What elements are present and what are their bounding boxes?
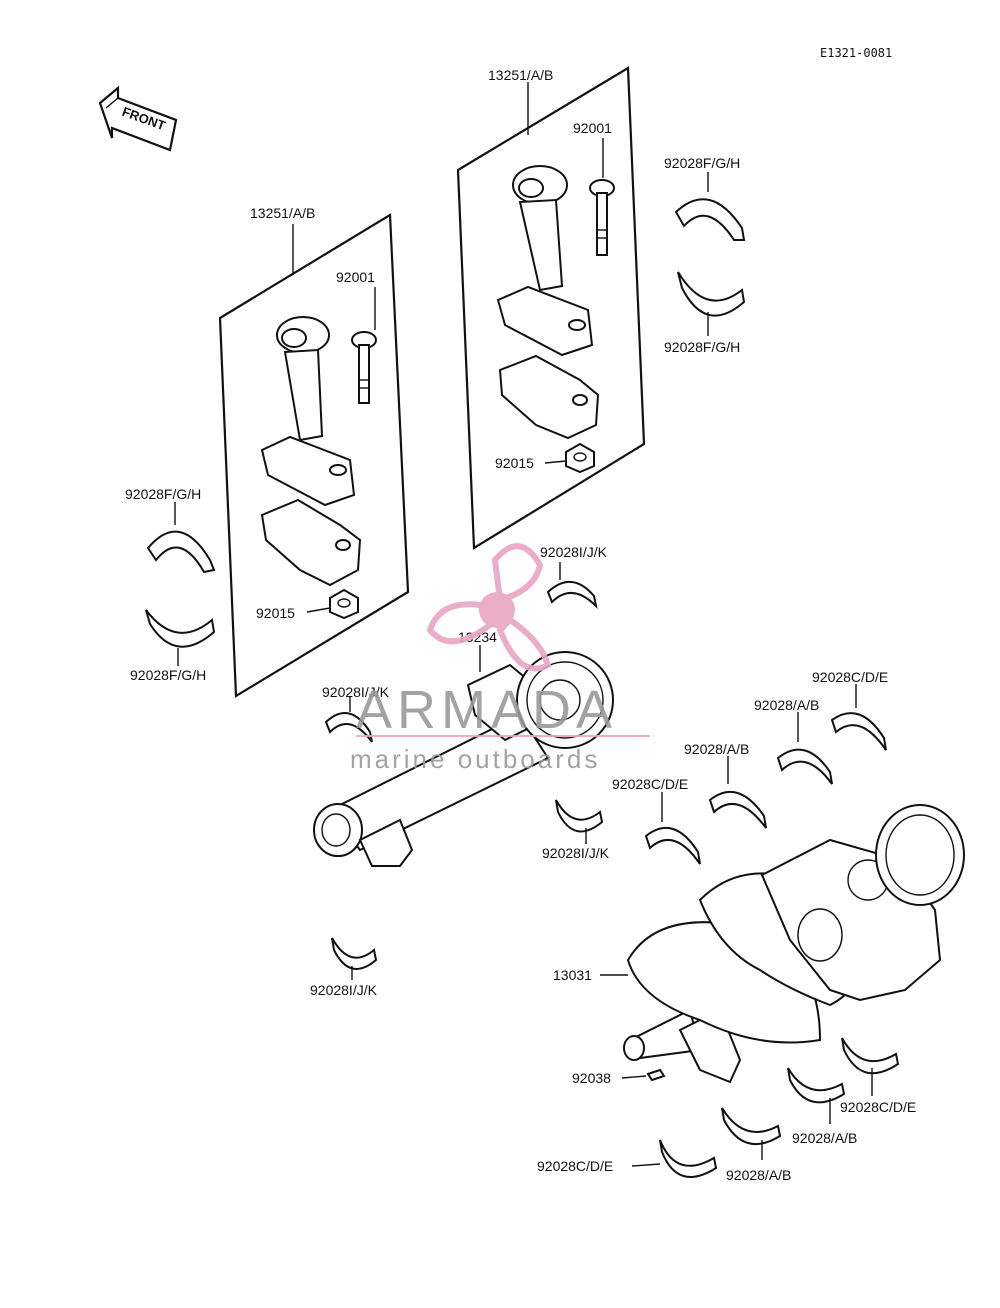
connecting-rod-left bbox=[260, 316, 362, 587]
front-arrow-icon: FRONT bbox=[98, 85, 178, 152]
rod-set-right: 13251/A/B 92001 92015 bbox=[456, 66, 646, 550]
label-bearing-ijk-4: 92028I/J/K bbox=[310, 982, 378, 998]
label-bearing-cde-3: 92028C/D/E bbox=[840, 1099, 916, 1115]
diagram-code: E1321-0081 bbox=[820, 46, 892, 60]
label-bearing-ijk-3: 92028I/J/K bbox=[542, 845, 610, 861]
crankshaft bbox=[623, 804, 965, 1084]
bearing-ijk-1 bbox=[546, 581, 598, 610]
key bbox=[646, 1068, 666, 1082]
bearing-ab-2 bbox=[708, 791, 767, 829]
bearing-cde-4 bbox=[659, 1139, 718, 1178]
watermark-brand: ARMADA bbox=[356, 680, 617, 740]
bearing-fgh-left-top bbox=[146, 530, 216, 574]
label-crankshaft: 13031 bbox=[553, 967, 592, 983]
crank-gear bbox=[875, 804, 965, 906]
label-bearing-ijk-2: 92028I/J/K bbox=[322, 684, 390, 700]
label-bearing-fgh-right-bottom: 92028F/G/H bbox=[664, 339, 740, 355]
bearing-ijk-4 bbox=[331, 937, 378, 970]
connecting-rod-right bbox=[496, 165, 600, 440]
balancer-shaft bbox=[313, 651, 614, 867]
bearing-cde-2 bbox=[644, 827, 701, 865]
label-bearing-fgh-left-bottom: 92028F/G/H bbox=[130, 667, 206, 683]
label-bolt-left: 92001 bbox=[336, 269, 375, 285]
bolt-right bbox=[589, 179, 615, 256]
watermark: ARMADA marine outboards bbox=[350, 543, 650, 774]
label-bearing-ab-1: 92028/A/B bbox=[754, 697, 819, 713]
label-bolt-right: 92001 bbox=[573, 120, 612, 136]
label-bearing-ijk-1: 92028I/J/K bbox=[540, 544, 608, 560]
bearing-ab-4 bbox=[721, 1107, 782, 1145]
watermark-tagline: marine outboards bbox=[350, 744, 600, 774]
label-key: 92038 bbox=[572, 1070, 611, 1086]
nut-right bbox=[565, 442, 595, 474]
label-bearing-cde-4: 92028C/D/E bbox=[537, 1158, 613, 1174]
label-nut-right: 92015 bbox=[495, 455, 534, 471]
label-rod-set-right: 13251/A/B bbox=[488, 67, 553, 83]
bolt-left bbox=[351, 331, 377, 404]
bearing-ab-3 bbox=[787, 1067, 846, 1104]
bearing-ab-1 bbox=[776, 748, 833, 785]
bearing-ijk-2 bbox=[324, 712, 373, 743]
bearing-cde-1 bbox=[830, 712, 887, 751]
label-bearing-ab-4: 92028/A/B bbox=[726, 1167, 791, 1183]
bearing-ijk-3 bbox=[555, 799, 604, 833]
label-bearing-ab-2: 92028/A/B bbox=[684, 741, 749, 757]
balancer-gear bbox=[516, 651, 614, 749]
label-bearing-fgh-right-top: 92028F/G/H bbox=[664, 155, 740, 171]
bearing-fgh-right-top bbox=[674, 198, 746, 241]
bearing-fgh-left-bottom bbox=[145, 609, 216, 648]
label-bearing-fgh-left-top: 92028F/G/H bbox=[125, 486, 201, 502]
label-rod-set-left: 13251/A/B bbox=[250, 205, 315, 221]
label-bearing-ab-3: 92028/A/B bbox=[792, 1130, 857, 1146]
bearing-cde-3 bbox=[841, 1037, 900, 1075]
label-nut-left: 92015 bbox=[256, 605, 295, 621]
label-bearing-cde-1: 92028C/D/E bbox=[812, 669, 888, 685]
nut-left bbox=[329, 588, 359, 620]
label-bearing-cde-2: 92028C/D/E bbox=[612, 776, 688, 792]
rod-set-left: 13251/A/B 92001 92015 bbox=[218, 205, 410, 698]
bearing-fgh-right-bottom bbox=[677, 271, 746, 317]
propeller-icon bbox=[426, 543, 552, 672]
